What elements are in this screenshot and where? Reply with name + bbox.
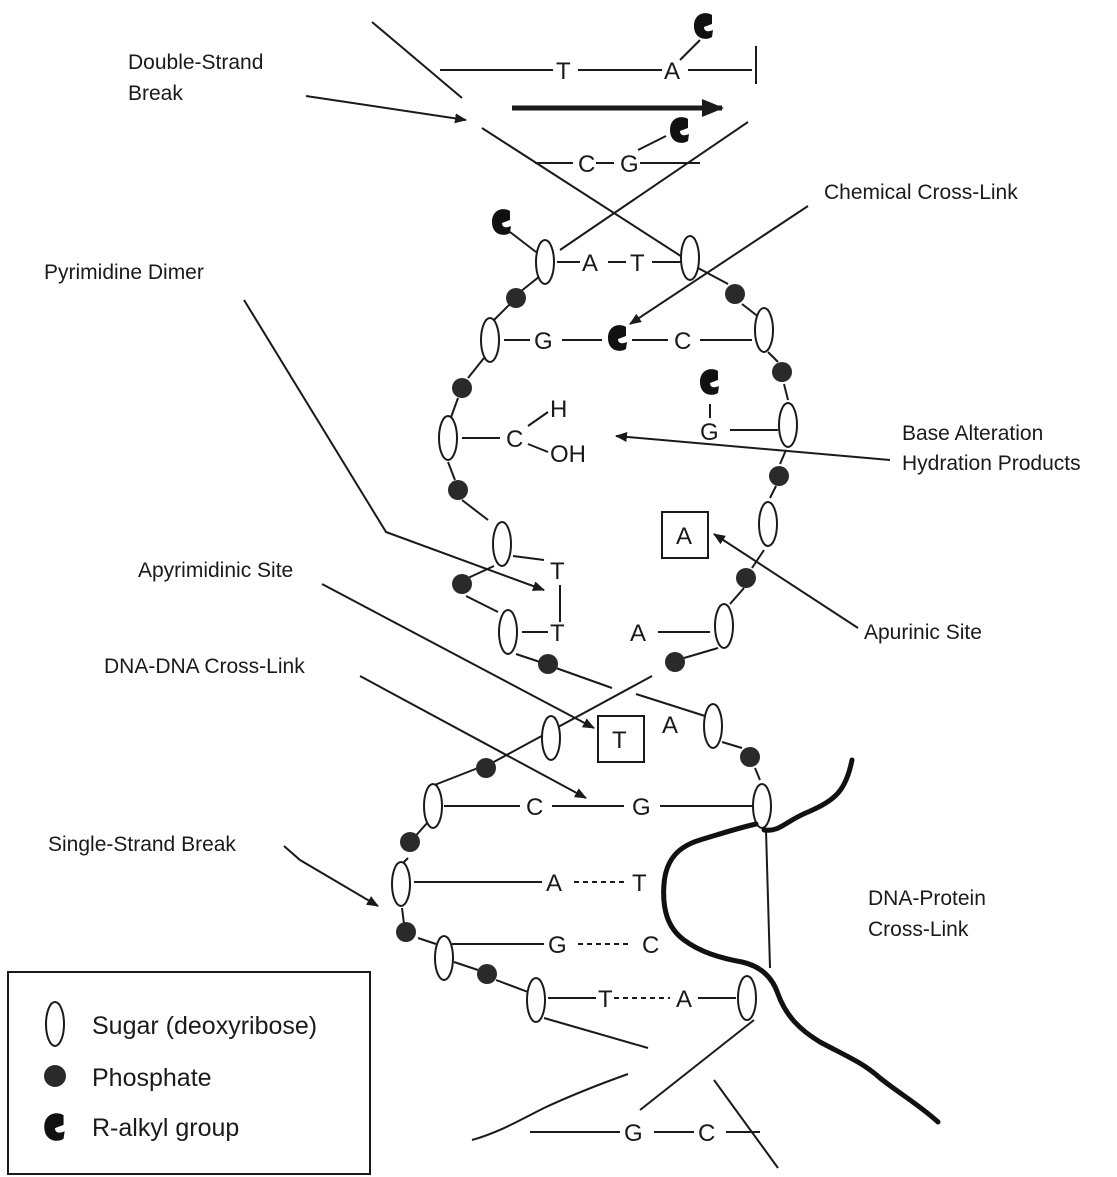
sugar-icon	[493, 522, 511, 566]
pointer-single-strand-break	[284, 846, 378, 906]
phosphate-icon	[736, 568, 756, 588]
base-t-top: T	[556, 58, 571, 85]
sugar-icon	[481, 318, 499, 362]
phosphate-icon	[396, 922, 416, 942]
base-a-pair3: A	[582, 250, 598, 277]
label-base-alteration-2: Hydration Products	[902, 452, 1081, 475]
sugar-icon	[392, 862, 410, 906]
alkyl-group-icon	[670, 117, 689, 143]
hydration-h: H	[550, 396, 567, 423]
sugar-icon	[704, 704, 722, 748]
pointer-chemical-cross-link	[630, 206, 808, 324]
pointer-apurinic-site	[714, 534, 858, 628]
base-c-crosslink: C	[526, 794, 543, 821]
sugar-icon	[759, 502, 777, 546]
label-dna-protein-1: DNA-Protein	[868, 887, 986, 910]
base-a-right-pair: A	[630, 620, 646, 647]
base-a-top: A	[664, 58, 680, 85]
phosphate-icon	[538, 654, 558, 674]
base-g-pair4: G	[534, 328, 553, 355]
phosphate-icon	[44, 1065, 66, 1087]
label-double-strand-break-1: Double-Strand	[128, 51, 263, 74]
pointer-base-alteration	[616, 436, 890, 460]
base-t-dimer-2: T	[550, 620, 565, 647]
base-c-pair: C	[642, 932, 659, 959]
base-g-right: G	[700, 419, 719, 446]
label-single-strand-break: Single-Strand Break	[48, 833, 236, 856]
pointer-double-strand-break	[306, 96, 466, 120]
base-g-bottom: G	[624, 1120, 643, 1147]
base-g-pair2: G	[620, 151, 639, 178]
label-pyrimidine-dimer: Pyrimidine Dimer	[44, 261, 204, 284]
base-t-pair3: T	[630, 250, 645, 277]
crossing-strand	[490, 676, 652, 764]
label-chemical-cross-link: Chemical Cross-Link	[824, 181, 1018, 204]
sugar-icon	[439, 416, 457, 460]
base-g-pair: G	[548, 932, 567, 959]
phosphate-icon	[476, 758, 496, 778]
phosphate-icon	[448, 480, 468, 500]
base-c-pair2: C	[578, 151, 595, 178]
base-g-crosslink: G	[632, 794, 651, 821]
phosphate-icon	[452, 378, 472, 398]
base-a-pair: A	[546, 870, 562, 897]
alkyl-group-icon	[700, 369, 719, 395]
phosphate-icon	[665, 652, 685, 672]
alkyl-group-icon	[492, 209, 511, 235]
phosphate-icon	[772, 362, 792, 382]
sugar-icon	[536, 240, 554, 284]
base-a-boxed: A	[676, 523, 692, 550]
sugar-icon	[715, 604, 733, 648]
legend-phosphate-label: Phosphate	[92, 1064, 212, 1092]
phosphate-icon	[400, 832, 420, 852]
sugar-icon	[753, 784, 771, 828]
base-t-pair: T	[632, 870, 647, 897]
label-base-alteration-1: Base Alteration	[902, 422, 1043, 445]
sugar-icon	[435, 936, 453, 980]
sugar-icon	[738, 976, 756, 1020]
sugar-icon	[542, 716, 560, 760]
label-dna-protein-2: Cross-Link	[868, 918, 969, 941]
label-apurinic-site: Apurinic Site	[864, 621, 982, 644]
phosphate-icon	[477, 964, 497, 984]
legend-alkyl-label: R-alkyl group	[92, 1114, 239, 1142]
phosphate-icon	[740, 747, 760, 767]
base-a-apyr: A	[662, 712, 678, 739]
left-backbone	[400, 232, 648, 1048]
sugar-icon	[779, 403, 797, 447]
legend: Sugar (deoxyribose) Phosphate R-alkyl gr…	[8, 972, 370, 1174]
sugar-icon	[681, 236, 699, 280]
phosphate-icon	[725, 284, 745, 304]
label-double-strand-break-2: Break	[128, 82, 183, 105]
phosphate-icon	[506, 288, 526, 308]
label-dna-dna-cross-link: DNA-DNA Cross-Link	[104, 655, 305, 678]
sugar-icon	[46, 1002, 64, 1046]
alkyl-group-icon	[694, 13, 713, 39]
protein-side-strand	[472, 1074, 628, 1140]
base-a-pair2: A	[676, 986, 692, 1013]
label-apyrimidinic-site: Apyrimidinic Site	[138, 559, 293, 582]
base-c-bottom: C	[698, 1120, 715, 1147]
protein-strand	[664, 760, 938, 1122]
sugar-icon	[755, 308, 773, 352]
legend-sugar-label: Sugar (deoxyribose)	[92, 1012, 317, 1040]
sugar-icons	[392, 236, 797, 1022]
base-c-pair4: C	[674, 328, 691, 355]
phosphate-icon	[769, 466, 789, 486]
hydration-c: C	[506, 426, 523, 453]
hydration-oh: OH	[550, 441, 586, 468]
sugar-icon	[499, 610, 517, 654]
base-t-pair2: T	[598, 986, 613, 1013]
base-t-boxed: T	[612, 727, 627, 754]
sugar-icon	[527, 978, 545, 1022]
sugar-icon	[424, 784, 442, 828]
phosphate-icon	[452, 574, 472, 594]
alkyl-group-icon	[608, 325, 627, 351]
base-t-dimer-1: T	[550, 558, 565, 585]
